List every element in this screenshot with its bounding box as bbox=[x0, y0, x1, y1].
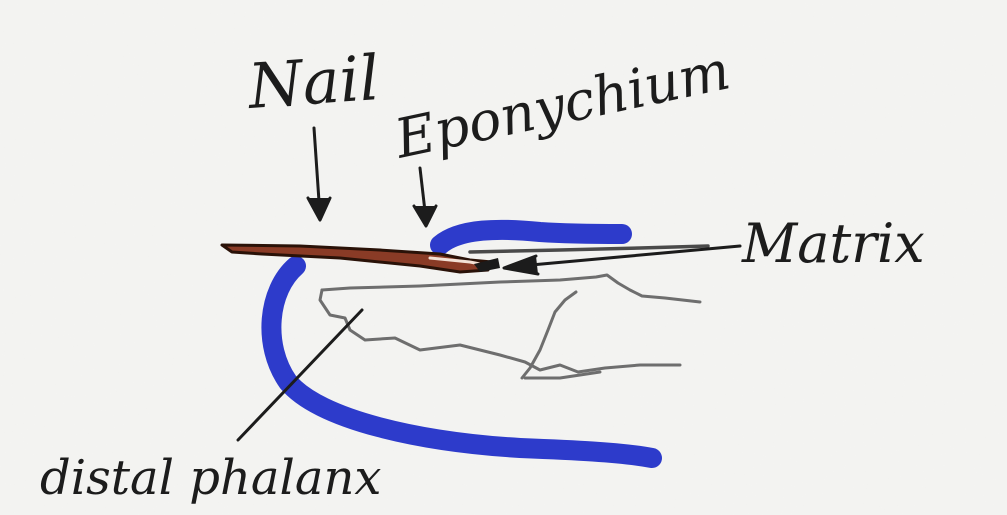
label-nail: Nail bbox=[244, 41, 382, 123]
label-matrix: Matrix bbox=[741, 212, 925, 275]
label-distal-phalanx: distal phalanx bbox=[40, 450, 381, 506]
